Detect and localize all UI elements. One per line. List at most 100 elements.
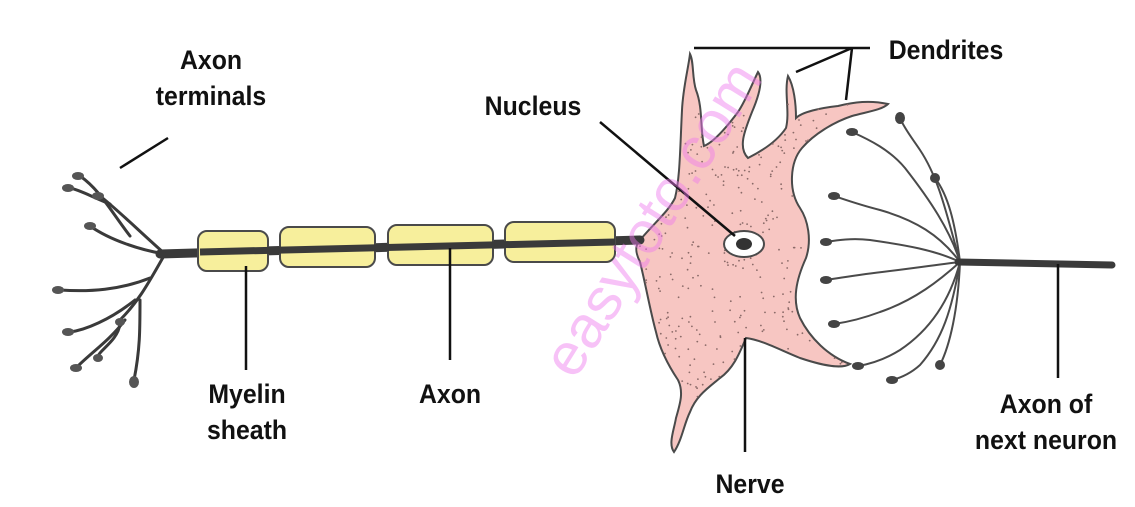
stipple-dot xyxy=(786,329,788,331)
stipple-dot xyxy=(763,222,765,224)
stipple-dot xyxy=(723,184,725,186)
stipple-dot xyxy=(705,376,707,378)
stipple-dot xyxy=(797,334,799,336)
stipple-dot xyxy=(705,344,707,346)
stipple-dot xyxy=(696,329,698,331)
stipple-dot xyxy=(699,334,701,336)
stipple-dot xyxy=(697,246,699,248)
stipple-dot xyxy=(841,361,843,363)
stipple-dot xyxy=(761,201,763,203)
stipple-dot xyxy=(671,331,673,333)
stipple-dot xyxy=(802,332,804,334)
stipple-dot xyxy=(721,174,723,176)
stipple-dot xyxy=(690,316,692,318)
stipple-dot xyxy=(730,300,732,302)
stipple-dot xyxy=(780,147,782,149)
stipple-dot xyxy=(847,104,849,106)
stipple-dot xyxy=(718,376,720,378)
stipple-dot xyxy=(768,229,770,231)
label-axon-terminals-line2: terminals xyxy=(142,78,280,114)
stipple-dot xyxy=(734,321,736,323)
stipple-dot xyxy=(787,104,789,106)
stipple-dot xyxy=(675,338,677,340)
stipple-dot xyxy=(794,247,796,249)
stipple-dot xyxy=(675,330,677,332)
stipple-dot xyxy=(736,168,738,170)
stipple-dot xyxy=(682,285,684,287)
nucleus-inner xyxy=(736,238,752,250)
stipple-dot xyxy=(678,326,680,328)
stipple-dot xyxy=(660,319,662,321)
stipple-dot xyxy=(727,262,729,264)
stipple-dot xyxy=(757,188,759,190)
stipple-dot xyxy=(738,260,740,262)
stipple-dot xyxy=(716,348,718,350)
stipple-dot xyxy=(778,249,780,251)
stipple-dot xyxy=(697,378,699,380)
stipple-dot xyxy=(709,200,711,202)
label-myelin-sheath: Myelin sheath xyxy=(187,376,307,448)
stipple-dot xyxy=(805,140,807,142)
stipple-dot xyxy=(692,277,694,279)
stipple-dot xyxy=(798,119,800,121)
stipple-dot xyxy=(783,152,785,154)
next-neuron-dendrites xyxy=(826,118,960,380)
stipple-dot xyxy=(724,261,726,263)
stipple-dot xyxy=(666,318,668,320)
stipple-dot xyxy=(825,113,827,115)
label-axon-terminals: Axon terminals xyxy=(142,42,280,114)
stipple-dot xyxy=(758,154,760,156)
stipple-dot xyxy=(667,316,669,318)
axon-terminal-knobs xyxy=(52,172,139,388)
stipple-dot xyxy=(782,293,784,295)
next-neuron-axon xyxy=(958,262,1112,265)
stipple-dot xyxy=(779,161,781,163)
stipple-dot xyxy=(689,364,691,366)
stipple-dot xyxy=(727,167,729,169)
stipple-dot xyxy=(690,384,692,386)
stipple-dot xyxy=(672,279,674,281)
stipple-dot xyxy=(712,310,714,312)
label-nucleus: Nucleus xyxy=(473,88,593,124)
stipple-dot xyxy=(782,311,784,313)
stipple-dot xyxy=(675,348,677,350)
stipple-dot xyxy=(729,309,731,311)
stipple-dot xyxy=(763,329,765,331)
stipple-dot xyxy=(770,176,772,178)
stipple-dot xyxy=(667,344,669,346)
stipple-dot xyxy=(759,164,761,166)
stipple-dot xyxy=(762,297,764,299)
stipple-dot xyxy=(681,318,683,320)
stipple-dot xyxy=(665,337,667,339)
stipple-dot xyxy=(781,150,783,152)
stipple-dot xyxy=(703,371,705,373)
label-myelin-sheath-line2: sheath xyxy=(187,412,307,448)
stipple-dot xyxy=(776,217,778,219)
stipple-dot xyxy=(734,358,736,360)
stipple-dot xyxy=(767,214,769,216)
stipple-dot xyxy=(746,223,748,225)
stipple-dot xyxy=(697,396,699,398)
axon-terminal-branches xyxy=(60,176,165,380)
stipple-dot xyxy=(678,356,680,358)
stipple-dot xyxy=(710,378,712,380)
stipple-dot xyxy=(702,384,704,386)
label-axon-next-neuron-line2: next neuron xyxy=(965,422,1127,458)
label-axon: Axon xyxy=(404,376,496,412)
stipple-dot xyxy=(787,307,789,309)
stipple-dot xyxy=(788,301,790,303)
label-axon-next-neuron-line1: Axon of xyxy=(965,386,1127,422)
label-nerve: Nerve xyxy=(704,466,796,502)
stipple-dot xyxy=(668,325,670,327)
stipple-dot xyxy=(772,218,774,220)
stipple-dot xyxy=(783,278,785,280)
stipple-dot xyxy=(776,166,778,168)
stipple-dot xyxy=(687,383,689,385)
stipple-dot xyxy=(656,280,658,282)
label-dendrites: Dendrites xyxy=(872,32,1019,68)
stipple-dot xyxy=(731,212,733,214)
stipple-dot xyxy=(787,260,789,262)
stipple-dot xyxy=(750,226,752,228)
stipple-dot xyxy=(738,170,740,172)
